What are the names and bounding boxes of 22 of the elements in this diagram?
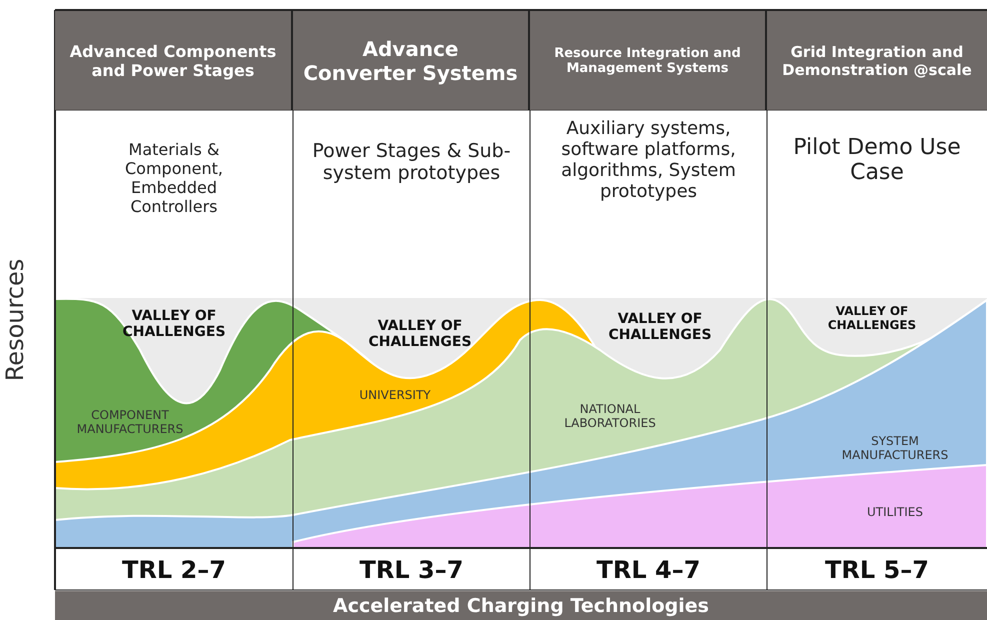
stage-description: Materials & Component, Embedded Controllers [124,140,224,218]
trl-label: TRL 4–7 [596,554,702,586]
area-label: UTILITIES [866,504,924,521]
column-header: Resource Integration and Management Systems [530,11,767,110]
area-label: SYSTEM MANUFACTURERS [840,433,950,464]
valley-label: VALLEY OF CHALLENGES [367,317,473,352]
stage-description: Power Stages & Sub-system prototypes [311,140,512,186]
column-header: Advance Converter Systems [293,11,530,110]
stage-description: Pilot Demo Use Case [792,135,962,187]
trl-label: TRL 2–7 [121,554,227,586]
area-label: UNIVERSITY [358,387,432,404]
footer-banner: Accelerated Charging Technologies [55,591,987,620]
axis-title: Resources [0,258,30,384]
valley-label: VALLEY OF CHALLENGES [607,310,713,345]
area-label: NATIONAL LABORATORIES [563,401,657,432]
trl-label: TRL 5–7 [824,554,930,586]
area-label: COMPONENT MANUFACTURERS [76,407,184,438]
column-header: Advanced Components and Power Stages [55,11,293,110]
trl-label: TRL 3–7 [358,554,464,586]
stage-description: Auxiliary systems, software platforms, algorithms, System prototypes [560,118,737,204]
column-header: Grid Integration and Demonstration @scale [767,11,987,110]
valley-label: VALLEY OF CHALLENGES [826,303,918,334]
